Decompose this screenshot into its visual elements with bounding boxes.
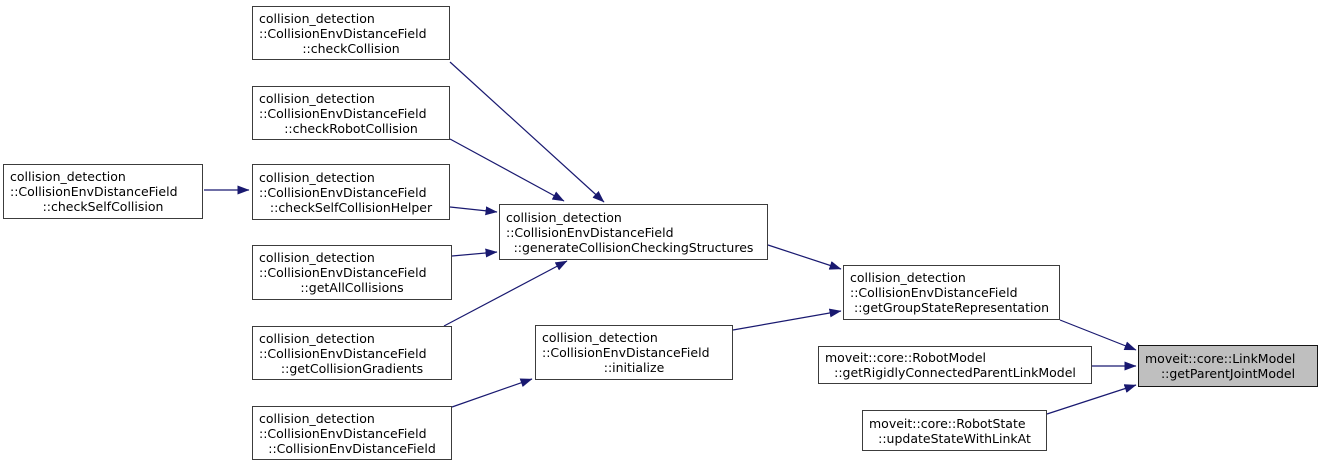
node-label-line: ::CollisionEnvDistanceField (259, 345, 427, 361)
node-label-line: ::checkSelfCollision (42, 199, 164, 214)
node-label-line: ::generateCollisionCheckingStructures (513, 239, 754, 255)
node-label-line: ::CollisionEnvDistanceField (259, 105, 427, 121)
edge-check-collision-to-generate-collision-checking-structures (449, 61, 605, 203)
node-label-line: collision_detection (850, 270, 966, 285)
node-label-line: ::checkRobotCollision (284, 120, 418, 136)
node-label-line: collision_detection (542, 330, 658, 345)
node-label-line: ::CollisionEnvDistanceField (259, 184, 427, 200)
edge-check-robot-collision-to-generate-collision-checking-structures (449, 138, 565, 202)
edge-check-self-collision-helper-to-generate-collision-checking-structures (449, 206, 498, 216)
edge-generate-collision-checking-structures-to-get-group-state-representation (767, 244, 842, 270)
node-label-line: collision_detection (259, 10, 375, 26)
node-label-line: ::getAllCollisions (300, 280, 404, 295)
node-label-line: ::getParentJointModel (1160, 366, 1296, 381)
edge-collision-env-distance-field-constructor-to-initialize (451, 378, 533, 408)
node-label-line: ::CollisionEnvDistanceField (10, 184, 178, 199)
node-label-line: moveit::core::RobotState (869, 415, 1026, 431)
node-initialize[interactable]: collision_detection::CollisionEnvDistanc… (535, 325, 733, 380)
node-check-robot-collision[interactable]: collision_detection::CollisionEnvDistanc… (252, 86, 450, 140)
node-get-collision-gradients[interactable]: collision_detection::CollisionEnvDistanc… (252, 326, 452, 380)
node-label-line: collision_detection (259, 330, 375, 346)
node-get-all-collisions[interactable]: collision_detection::CollisionEnvDistanc… (252, 245, 452, 300)
node-label-line: ::CollisionEnvDistanceField (542, 345, 710, 360)
node-label-line: collision_detection (259, 169, 375, 185)
node-label-line: moveit::core::RobotModel (825, 350, 986, 365)
edge-get-all-collisions-to-generate-collision-checking-structures (451, 248, 498, 258)
node-label-line: ::CollisionEnvDistanceField (259, 265, 427, 280)
node-generate-collision-checking-structures[interactable]: collision_detection::CollisionEnvDistanc… (499, 204, 768, 260)
node-label-line: collision_detection (259, 90, 375, 106)
node-label-line: collision_detection (10, 169, 126, 184)
node-label-line: ::initialize (603, 360, 665, 375)
node-get-rigidly-connected-parent-link-model[interactable]: moveit::core::RobotModel::getRigidlyConn… (818, 346, 1092, 384)
node-label-line: moveit::core::LinkModel (1145, 351, 1296, 366)
node-get-group-state-representation[interactable]: collision_detection::CollisionEnvDistanc… (843, 265, 1060, 320)
node-check-self-collision[interactable]: collision_detection::CollisionEnvDistanc… (3, 164, 203, 219)
node-label-line: ::CollisionEnvDistanceField (259, 425, 427, 441)
node-label-line: ::CollisionEnvDistanceField (850, 285, 1018, 300)
node-update-state-with-link-at[interactable]: moveit::core::RobotState::updateStateWit… (862, 410, 1047, 451)
node-label-line: ::updateStateWithLinkAt (878, 430, 1031, 446)
edge-get-collision-gradients-to-generate-collision-checking-structures (443, 260, 568, 327)
node-label-line: ::getRigidlyConnectedParentLinkModel (834, 365, 1076, 380)
node-label-line: collision_detection (506, 209, 622, 225)
node-label-line: ::CollisionEnvDistanceField (259, 25, 427, 41)
node-label-line: ::checkSelfCollisionHelper (269, 199, 433, 215)
node-collision-env-distance-field-constructor[interactable]: collision_detection::CollisionEnvDistanc… (252, 406, 452, 460)
node-label-line: ::getCollisionGradients (280, 360, 424, 376)
edge-initialize-to-get-group-state-representation (732, 308, 842, 331)
node-label-line: ::checkCollision (302, 40, 400, 56)
node-label-line: ::getGroupStateRepresentation (853, 300, 1050, 315)
node-label-line: collision_detection (259, 410, 375, 426)
node-label-line: ::CollisionEnvDistanceField (506, 224, 674, 240)
node-check-collision[interactable]: collision_detection::CollisionEnvDistanc… (252, 6, 450, 60)
node-check-self-collision-helper[interactable]: collision_detection::CollisionEnvDistanc… (252, 164, 450, 220)
edge-update-state-with-link-at-to-get-parent-joint-model (1046, 384, 1137, 415)
node-label-line: ::CollisionEnvDistanceField (268, 440, 436, 456)
node-get-parent-joint-model: moveit::core::LinkModel::getParentJointM… (1138, 345, 1318, 387)
edge-get-group-state-representation-to-get-parent-joint-model (1059, 319, 1137, 351)
node-label-line: collision_detection (259, 250, 375, 265)
